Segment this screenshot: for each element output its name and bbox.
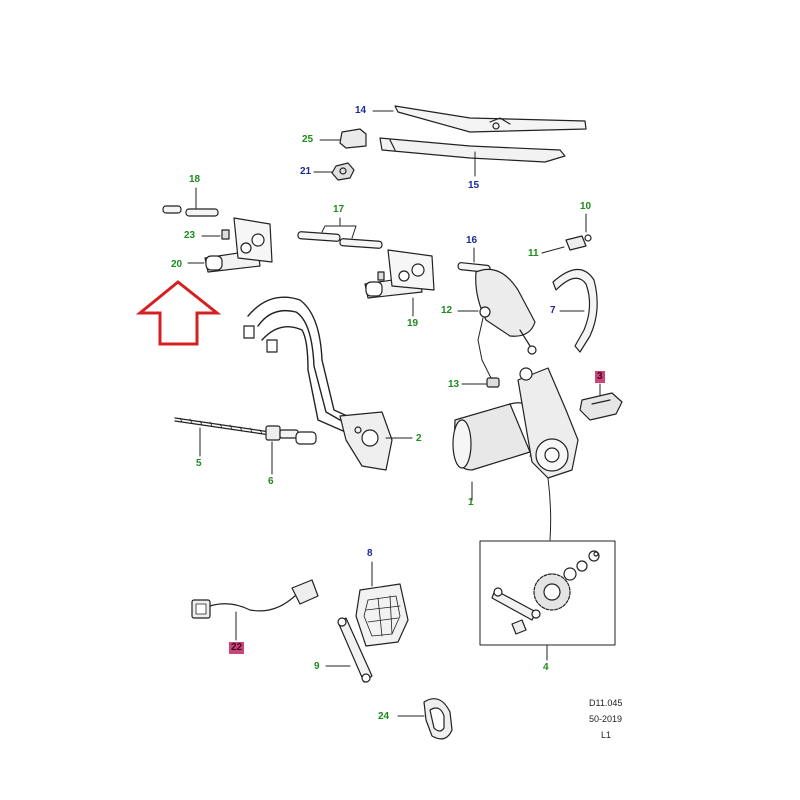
callout-10: 10 — [580, 201, 592, 212]
drawing-reference-code: D11.045 — [589, 698, 623, 708]
callout-19: 19 — [407, 318, 419, 329]
damper-pad — [579, 383, 623, 421]
grommet-ring — [397, 698, 453, 740]
highlight-arrow — [135, 280, 222, 346]
arm-cap — [319, 128, 367, 149]
harness-bracket — [243, 296, 413, 471]
rack-end-fitting — [265, 425, 317, 475]
callout-21: 21 — [300, 166, 312, 177]
callout-3: 3 — [595, 371, 605, 383]
bracket-clip — [541, 213, 592, 254]
drive-rack — [174, 417, 271, 457]
pivot-pins — [162, 187, 219, 217]
callout-8: 8 — [367, 548, 373, 559]
wiper-blade — [372, 105, 587, 133]
gearbox-housing — [457, 268, 537, 383]
callout-12: 12 — [441, 305, 453, 316]
callout-14: 14 — [355, 105, 367, 116]
callout-17: 17 — [333, 204, 345, 215]
gear-inset — [479, 540, 616, 661]
callout-25: 25 — [302, 134, 314, 145]
callout-20: 20 — [171, 259, 183, 270]
callout-11: 11 — [528, 248, 539, 259]
callout-9: 9 — [314, 661, 320, 672]
mounting-strap — [552, 268, 598, 353]
callout-4: 4 — [543, 662, 549, 673]
link-arm — [325, 617, 373, 683]
callout-15: 15 — [468, 180, 480, 191]
callout-2: 2 — [416, 433, 422, 444]
harness-lead — [191, 579, 319, 641]
callout-6: 6 — [268, 476, 274, 487]
wiper-motor — [452, 367, 579, 541]
callout-1: 1 — [468, 497, 474, 508]
nut — [313, 162, 355, 181]
wheel-box-right — [364, 249, 435, 317]
callout-22: 22 — [229, 642, 245, 654]
linkage-plate — [355, 561, 409, 647]
callout-16: 16 — [466, 235, 478, 246]
callout-13: 13 — [448, 379, 460, 390]
wheel-box-left — [187, 217, 273, 273]
grommet — [461, 377, 500, 388]
connecting-tubes — [297, 217, 383, 249]
callout-7: 7 — [550, 305, 556, 316]
callout-18: 18 — [189, 174, 201, 185]
callout-5: 5 — [196, 458, 202, 469]
clip — [201, 229, 230, 240]
wiper-arm — [379, 137, 566, 177]
drawing-reference-level: L1 — [601, 730, 612, 740]
callout-24: 24 — [378, 711, 390, 722]
drawing-reference-date: 50-2019 — [589, 714, 623, 724]
callout-23: 23 — [184, 230, 196, 241]
